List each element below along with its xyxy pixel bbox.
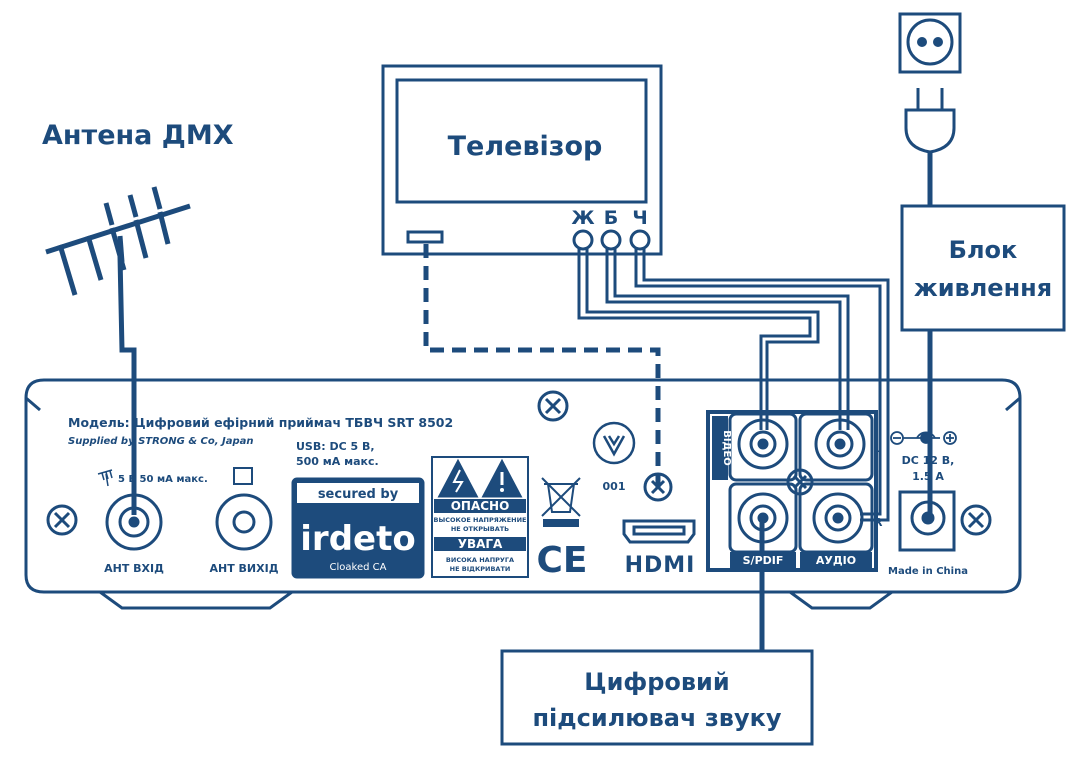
ant-out-label: АНТ ВИХІД <box>209 562 278 575</box>
wall-socket-icon <box>898 12 962 74</box>
ce-mark: CE <box>536 540 587 581</box>
ant-out-connector <box>215 493 273 551</box>
amplifier-box <box>500 649 814 746</box>
screw-icon <box>537 390 569 422</box>
spdif-label: S/PDIF <box>743 554 784 567</box>
dc-spec-1: DC 12 B, <box>902 454 955 467</box>
screw-icon <box>643 472 673 502</box>
video-rca-jack <box>728 412 798 482</box>
cert-number: 001 <box>603 480 626 493</box>
high-voltage-warning-icon <box>437 458 523 498</box>
power-supply-box <box>900 204 1066 332</box>
warning-sub-2: НЕ ВІДКРИВАТИ <box>450 565 511 573</box>
tv-rca-label-white: Б <box>604 207 618 229</box>
power-supply-label-1: Блок <box>949 236 1018 264</box>
secured-by-text: secured by <box>318 487 399 502</box>
dc-jack <box>898 490 956 552</box>
warning-text: УВАГА <box>458 537 503 551</box>
screw-icon <box>960 504 992 536</box>
hdmi-logo: HDMI <box>625 553 696 578</box>
tv-small-icon <box>233 467 253 485</box>
receiver-foot-left <box>99 590 293 610</box>
tv-rca-yellow <box>572 229 594 251</box>
dc-spec-2: 1.5 A <box>912 470 944 483</box>
audio-label: АУДІО <box>816 554 856 567</box>
danger-sub-2: НЕ ОТКРЫВАТЬ <box>451 525 509 533</box>
tv-hdmi-port <box>406 230 444 244</box>
spdif-rca-jack <box>728 482 798 554</box>
tv-rca-label-yellow: Ж <box>571 207 594 229</box>
ant-in-connector <box>105 493 163 551</box>
audio-l-label: L <box>874 442 881 455</box>
warning-block <box>431 456 529 578</box>
hdmi-port <box>622 519 696 544</box>
danger-sub-1: ВЫСОКОЕ НАПРЯЖЕНИЕ <box>434 516 527 524</box>
made-in-label: Made in China <box>888 566 968 577</box>
power-plug-icon <box>904 88 956 206</box>
amplifier-label-1: Цифровий <box>584 668 729 696</box>
tv-body <box>381 64 663 256</box>
dc-polarity-icon <box>890 431 957 445</box>
tv-label: Телевізор <box>448 131 603 162</box>
warning-sub-1: ВИСОКА НАПРУГА <box>446 556 514 564</box>
audio-r-label: R <box>874 516 883 529</box>
connector-panel <box>706 410 878 572</box>
usb-spec-2: 500 мА макс. <box>296 455 379 468</box>
weee-bin-icon <box>541 477 581 527</box>
cloaked-ca-text: Cloaked CA <box>330 562 387 573</box>
audio-r-rca-jack <box>798 482 874 554</box>
irdeto-badge <box>291 477 425 579</box>
antenna-icon <box>45 186 191 296</box>
receiver-supplier: Supplied by STRONG & Co, Japan <box>68 436 254 447</box>
ant-in-label: АНТ ВХІД <box>104 562 164 575</box>
amplifier-label-2: підсилювач звуку <box>532 704 781 732</box>
antenna-small-icon <box>97 469 113 487</box>
antenna-cable <box>117 255 137 515</box>
tv-screen <box>395 78 648 204</box>
hdmi-cable <box>423 244 661 488</box>
screw-icon <box>46 504 78 536</box>
audio-l-rca-jack <box>798 412 874 482</box>
ant-in-spec: 5 B 50 мА макс. <box>118 474 208 485</box>
danger-text: ОПАСНО <box>451 499 510 513</box>
power-supply-label-2: живлення <box>914 274 1052 302</box>
antenna-label: Антена ДМХ <box>42 120 234 151</box>
tv-rca-white <box>600 229 622 251</box>
rca-cables <box>577 248 890 522</box>
receiver-foot-right <box>789 590 893 610</box>
usb-spec-1: USB: DC 5 B, <box>296 440 375 453</box>
tv-rca-red <box>629 229 651 251</box>
receiver-model: Модель: Цифровий ефірний приймач ТБВЧ SR… <box>68 415 453 430</box>
irdeto-logo: irdeto <box>300 519 415 559</box>
receiver-body <box>24 378 1022 594</box>
video-label: ВІДЕО <box>721 430 732 466</box>
conformity-mark-icon <box>592 421 636 465</box>
tv-rca-label-red: Ч <box>632 207 647 229</box>
